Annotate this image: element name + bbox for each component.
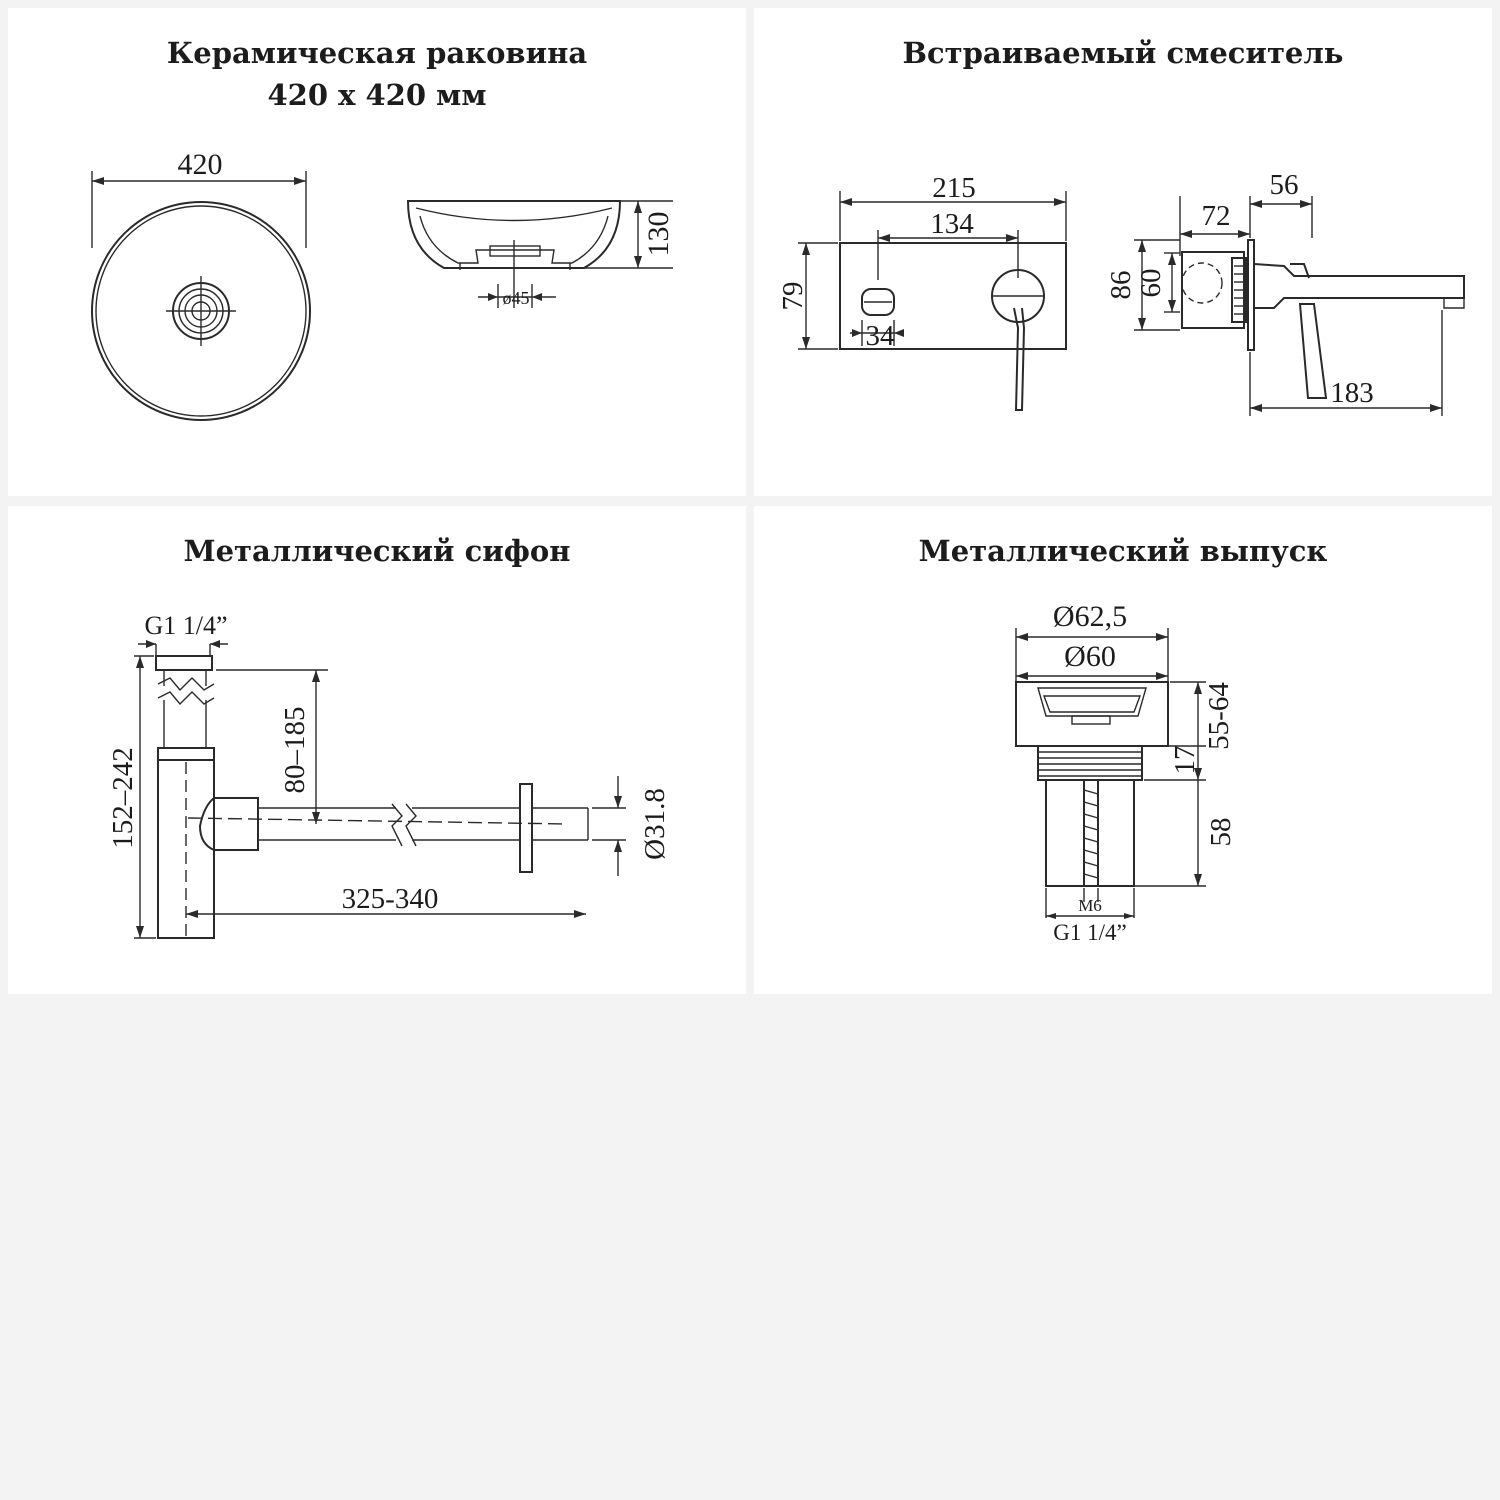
title-line: Металлический выпуск [918, 534, 1328, 568]
sink-side-view: 130 ø45 [406, 200, 675, 308]
inner-height-label: 60 [1135, 269, 1167, 298]
wall-plate [839, 242, 1067, 350]
title-line: Встраиваемый смеситель [902, 36, 1344, 70]
reach-label: 183 [1330, 377, 1374, 409]
length-range-label: 325-340 [342, 883, 439, 915]
siphon-inlet-nut [155, 655, 213, 671]
width-label: 420 [178, 148, 223, 181]
height-range-label: 152–242 [107, 747, 139, 849]
outer-diameter-label: Ø62,5 [1053, 600, 1127, 633]
drain-screw [1083, 779, 1099, 887]
panel-title: Керамическая раковина 420 x 420 мм [8, 32, 746, 116]
height-label: 130 [642, 212, 675, 257]
pipe-diameter-label: Ø31.8 [639, 788, 671, 860]
subtitle-line: 420 x 420 мм [267, 78, 487, 112]
bowl-outline [91, 201, 311, 421]
title-line: Керамическая раковина [166, 36, 588, 70]
centers-label: 134 [930, 208, 974, 240]
body-label: 58 [1205, 818, 1237, 847]
drop-range-label: 80–185 [279, 707, 311, 794]
outer-height-label: 86 [1105, 271, 1137, 300]
panel-title: Встраиваемый смеситель [754, 32, 1492, 74]
mixer-side-view: 56 72 86 [1105, 169, 1465, 416]
mixer-front-view: 215 134 79 34 [777, 172, 1067, 411]
mixer-drawing: 215 134 79 34 [777, 169, 1465, 416]
spout-label: 34 [866, 320, 896, 352]
title-line: Металлический сифон [183, 534, 571, 568]
screw-label: M6 [1078, 896, 1102, 915]
depth-a-label: 56 [1270, 169, 1299, 201]
panel-ceramic-sink: Керамическая раковина 420 x 420 мм 420 [8, 8, 746, 496]
thread-label: G1 1/4” [144, 611, 227, 640]
wall-flange [1247, 239, 1255, 351]
drain-drawing: Ø62,5 Ø60 55 [1015, 600, 1237, 945]
height-label: 79 [777, 282, 809, 311]
panel-metal-drain: Металлический выпуск Ø62,5 Ø60 [754, 506, 1492, 994]
sink-drawing: 420 130 [91, 148, 675, 421]
spout-outlet [861, 288, 895, 316]
siphon-drawing: G1 1/4” 152–242 [107, 611, 671, 939]
total-width-label: 215 [932, 172, 976, 204]
thread-label: G1 1/4” [1053, 920, 1126, 945]
wall-rosette [519, 783, 533, 873]
depth-b-label: 72 [1202, 200, 1231, 232]
drain-label: ø45 [503, 288, 530, 308]
panel-title: Металлический выпуск [754, 530, 1492, 572]
collar-label: 17 [1169, 746, 1201, 775]
panel-title: Металлический сифон [8, 530, 746, 572]
inner-diameter-label: Ø60 [1064, 640, 1116, 673]
panel-metal-siphon: Металлический сифон G1 1/4” [8, 506, 746, 994]
sink-top-view: 420 [91, 148, 311, 421]
drain-thread [1037, 745, 1143, 781]
flange-range-label: 55-64 [1203, 682, 1235, 750]
panel-built-in-mixer: Встраиваемый смеситель 215 134 79 [754, 8, 1492, 496]
drain-body [1045, 779, 1135, 887]
